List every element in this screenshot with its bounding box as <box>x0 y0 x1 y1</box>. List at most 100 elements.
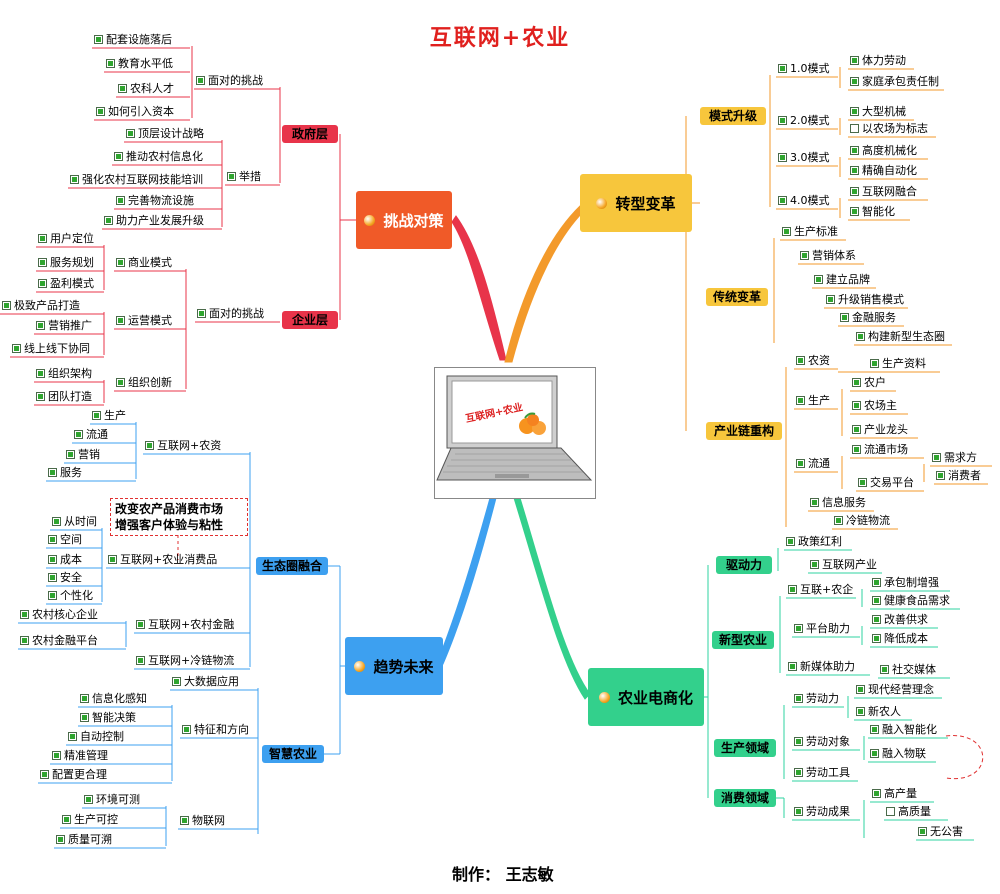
production-node[interactable]: 生产 <box>796 394 830 408</box>
mode-2-node[interactable]: 2.0模式 <box>778 114 830 128</box>
net-consumer-item[interactable]: 成本 <box>48 553 82 567</box>
gov-measure-item[interactable]: 完善物流设施 <box>116 194 194 208</box>
node-challenge[interactable]: 挑战对策 <box>356 191 452 249</box>
big-data-node[interactable]: 大数据应用 <box>172 675 239 689</box>
iot-node[interactable]: 物联网 <box>180 814 225 828</box>
mode-item[interactable]: 智能化 <box>850 205 895 219</box>
tradition-item[interactable]: 建立品牌 <box>814 273 870 287</box>
feature-item[interactable]: 配置更合理 <box>40 768 107 782</box>
tradition-item[interactable]: 构建新型生态圈 <box>856 330 945 344</box>
labor-tool-node[interactable]: 劳动工具 <box>794 766 850 780</box>
net-input-item[interactable]: 营销 <box>66 448 100 462</box>
circulation-node[interactable]: 流通 <box>796 457 830 471</box>
net-consumer-item[interactable]: 安全 <box>48 571 82 585</box>
net-coldchain-node[interactable]: 互联网+冷链物流 <box>136 654 234 668</box>
gov-challenge-item[interactable]: 如何引入资本 <box>96 105 174 119</box>
iot-item[interactable]: 环境可测 <box>84 793 140 807</box>
gov-challenges-node[interactable]: 面对的挑战 <box>196 74 263 88</box>
net-finance-node[interactable]: 互联网+农村金融 <box>136 618 234 632</box>
mode-item[interactable]: 体力劳动 <box>850 54 906 68</box>
internet-enterprise-item[interactable]: 承包制增强 <box>872 576 939 590</box>
net-finance-item[interactable]: 农村核心企业 <box>20 608 98 622</box>
platform-item[interactable]: 改善供求 <box>872 613 928 627</box>
gov-challenge-item[interactable]: 配套设施落后 <box>94 33 172 47</box>
feature-item[interactable]: 自动控制 <box>68 730 124 744</box>
tradition-item[interactable]: 营销体系 <box>800 249 856 263</box>
platform-item[interactable]: 降低成本 <box>872 632 928 646</box>
gov-challenge-item[interactable]: 农科人才 <box>118 82 174 96</box>
chain-reshape-node[interactable]: 产业链重构 <box>706 422 782 440</box>
new-media-node[interactable]: 新媒体助力 <box>788 660 855 674</box>
net-consumer-node[interactable]: 互联网+农业消费品 <box>108 553 217 567</box>
gov-challenge-item[interactable]: 教育水平低 <box>106 57 173 71</box>
gov-level-node[interactable]: 政府层 <box>282 125 338 143</box>
net-finance-item[interactable]: 农村金融平台 <box>20 634 98 648</box>
org-innovation-node[interactable]: 组织创新 <box>116 376 172 390</box>
gov-measure-item[interactable]: 助力产业发展升级 <box>104 214 204 228</box>
ent-challenges-node[interactable]: 面对的挑战 <box>197 307 264 321</box>
net-consumer-item[interactable]: 个性化 <box>48 589 93 603</box>
drive-item[interactable]: 互联网产业 <box>810 558 877 572</box>
mode-1-node[interactable]: 1.0模式 <box>778 62 830 76</box>
biz-item[interactable]: 盈利模式 <box>38 277 94 291</box>
new-media-item[interactable]: 社交媒体 <box>880 663 936 677</box>
gov-measures-node[interactable]: 举措 <box>227 170 261 184</box>
market-item[interactable]: 消费者 <box>936 469 981 483</box>
chain-item[interactable]: 生产资料 <box>870 357 926 371</box>
net-input-item[interactable]: 服务 <box>48 466 82 480</box>
trade-platform-node[interactable]: 交易平台 <box>858 476 914 490</box>
mode-item[interactable]: 大型机械 <box>850 105 906 119</box>
mode-3-node[interactable]: 3.0模式 <box>778 151 830 165</box>
consumption-field-node[interactable]: 消费领域 <box>714 789 776 807</box>
result-item[interactable]: 高产量 <box>872 787 917 801</box>
labor-object-item[interactable]: 融入物联 <box>870 747 926 761</box>
labor-node[interactable]: 劳动力 <box>794 692 839 706</box>
org-item[interactable]: 组织架构 <box>36 367 92 381</box>
net-consumer-item[interactable]: 从时间 <box>52 515 97 529</box>
net-agri-input-node[interactable]: 互联网+农资 <box>145 439 221 453</box>
internet-enterprise-node[interactable]: 互联+农企 <box>788 583 853 597</box>
iot-item[interactable]: 生产可控 <box>62 813 118 827</box>
result-item[interactable]: 高质量 <box>886 805 931 819</box>
net-input-item[interactable]: 生产 <box>92 409 126 423</box>
mode-item[interactable]: 以农场为标志 <box>850 122 928 136</box>
node-trend[interactable]: 趋势未来 <box>345 637 443 695</box>
ops-item[interactable]: 线上线下协同 <box>12 342 90 356</box>
market-node[interactable]: 流通市场 <box>852 443 908 457</box>
feature-item[interactable]: 精准管理 <box>52 749 108 763</box>
info-service-node[interactable]: 信息服务 <box>810 496 866 510</box>
internet-enterprise-item[interactable]: 健康食品需求 <box>872 594 950 608</box>
input-node[interactable]: 农资 <box>796 354 830 368</box>
mode-item[interactable]: 高度机械化 <box>850 144 917 158</box>
biz-item[interactable]: 服务规划 <box>38 256 94 270</box>
tradition-item[interactable]: 升级销售模式 <box>826 293 904 307</box>
feature-item[interactable]: 信息化感知 <box>80 692 147 706</box>
market-item[interactable]: 需求方 <box>932 451 977 465</box>
chain-item[interactable]: 农户 <box>852 376 886 390</box>
drive-item[interactable]: 政策红利 <box>786 535 842 549</box>
chain-item[interactable]: 农场主 <box>852 399 897 413</box>
gov-measure-item[interactable]: 顶层设计战略 <box>126 127 204 141</box>
mode-4-node[interactable]: 4.0模式 <box>778 194 830 208</box>
ops-item[interactable]: 营销推广 <box>36 319 92 333</box>
smart-agri-node[interactable]: 智慧农业 <box>262 745 324 763</box>
iot-item[interactable]: 质量可溯 <box>56 833 112 847</box>
drive-node[interactable]: 驱动力 <box>716 556 772 574</box>
gov-measure-item[interactable]: 强化农村互联网技能培训 <box>70 173 203 187</box>
operation-model-node[interactable]: 运营模式 <box>116 314 172 328</box>
labor-object-node[interactable]: 劳动对象 <box>794 735 850 749</box>
tradition-item[interactable]: 生产标准 <box>782 225 838 239</box>
node-transform[interactable]: 转型变革 <box>580 174 692 232</box>
traditional-change-node[interactable]: 传统变革 <box>706 288 768 306</box>
mode-upgrade-node[interactable]: 模式升级 <box>700 107 766 125</box>
eco-fusion-node[interactable]: 生态圈融合 <box>256 557 328 575</box>
biz-item[interactable]: 用户定位 <box>38 232 94 246</box>
enterprise-level-node[interactable]: 企业层 <box>282 311 338 329</box>
result-item[interactable]: 无公害 <box>918 825 963 839</box>
production-field-node[interactable]: 生产领域 <box>714 739 776 757</box>
platform-node[interactable]: 平台助力 <box>794 622 850 636</box>
mode-item[interactable]: 精确自动化 <box>850 164 917 178</box>
mode-item[interactable]: 家庭承包责任制 <box>850 75 939 89</box>
labor-item[interactable]: 新农人 <box>856 705 901 719</box>
new-agri-node[interactable]: 新型农业 <box>712 631 774 649</box>
